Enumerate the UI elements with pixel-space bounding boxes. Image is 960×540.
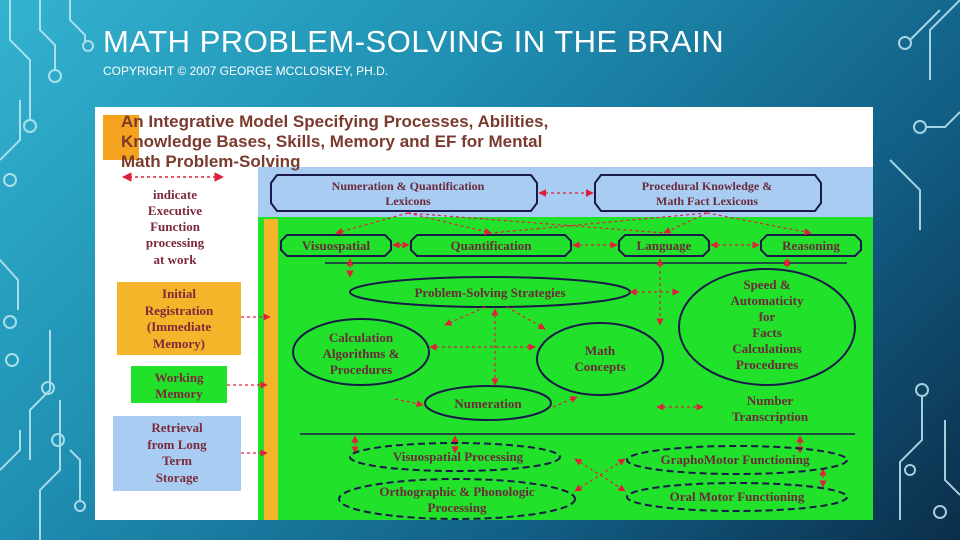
legend-ret-1: Retrieval [151,420,203,435]
skill-speed-6: Procedures [736,357,798,372]
legend-ret-4: Storage [156,470,199,485]
legend-ef-5: at work [154,252,198,267]
skill-number-transcription-1: Number [747,393,793,408]
heading-line-1: An Integrative Model Specifying Processe… [121,112,548,131]
ability-visuospatial: Visuospatial [302,238,371,253]
lexicon-procedural-1: Procedural Knowledge & [642,179,772,193]
skill-speed-2: Automaticity [731,293,804,308]
lexicon-numeration-1: Numeration & Quantification [332,179,485,193]
heading-line-3: Math Problem-Solving [121,152,300,171]
slide-title: MATH PROBLEM-SOLVING IN THE BRAIN [103,24,724,60]
process-orthographic-2: Processing [428,500,487,515]
orange-strip [264,219,278,520]
skill-numeration: Numeration [454,396,522,411]
process-orthographic-1: Orthographic & Phonologic [379,484,535,499]
process-graphomotor: GraphoMotor Functioning [661,452,810,467]
diagram-figure: An Integrative Model Specifying Processe… [95,107,873,520]
legend-ef-4: processing [146,235,205,250]
skill-problem-solving: Problem-Solving Strategies [414,285,565,300]
slide-subtitle: COPYRIGHT © 2007 GEORGE MCCLOSKEY, PH.D. [103,64,388,78]
skill-math-concepts-1: Math [585,343,616,358]
process-oral-motor: Oral Motor Functioning [670,489,805,504]
legend-ef-2: Executive [148,203,202,218]
skill-speed-4: Facts [752,325,782,340]
skill-calculation-1: Calculation [329,330,394,345]
legend-wm-1: Working [154,370,204,385]
heading-line-2: Knowledge Bases, Skills, Memory and EF f… [121,132,542,151]
legend-ir-1: Initial [162,286,196,301]
skill-number-transcription-2: Transcription [732,409,809,424]
skill-math-concepts-2: Concepts [574,359,625,374]
legend-ef-1: indicate [153,187,197,202]
legend-ir-3: (Immediate [147,319,211,334]
lexicon-numeration-2: Lexicons [385,194,431,208]
legend-ret-3: Term [162,453,192,468]
process-visuospatial: Visuospatial Processing [393,449,524,464]
legend-ir-4: Memory) [153,336,205,351]
skill-calculation-3: Procedures [330,362,392,377]
brain-model-diagram: An Integrative Model Specifying Processe… [95,107,873,520]
skill-speed-3: for [759,309,776,324]
skill-speed-5: Calculations [732,341,801,356]
skill-speed-1: Speed & [743,277,790,292]
skill-calculation-2: Algorithms & [323,346,400,361]
legend-ret-2: from Long [147,437,207,452]
legend-wm-2: Memory [155,386,203,401]
ability-language: Language [637,238,692,253]
lexicon-procedural-2: Math Fact Lexicons [656,194,758,208]
ability-quantification: Quantification [451,238,533,253]
legend-ef-3: Function [150,219,201,234]
ability-reasoning: Reasoning [782,238,840,253]
legend-ir-2: Registration [145,303,214,318]
